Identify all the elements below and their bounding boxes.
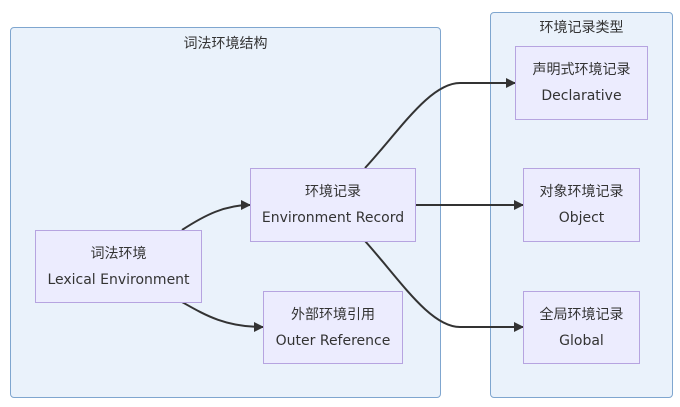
node-label-zh: 对象环境记录 [539,184,624,200]
node-declarative[interactable]: 声明式环境记录 Declarative [515,46,648,120]
node-outer-reference[interactable]: 外部环境引用 Outer Reference [263,291,403,364]
node-label-en: Outer Reference [275,332,391,349]
node-label-en: Object [558,210,605,226]
node-label-en: Environment Record [261,210,405,226]
node-label-zh: 环境记录 [305,184,361,200]
node-label-en: Global [559,332,604,349]
node-environment-record[interactable]: 环境记录 Environment Record [250,168,416,242]
node-label-zh: 声明式环境记录 [532,62,631,78]
cluster-title-record-types: 环境记录类型 [539,20,624,36]
node-lexical-environment[interactable]: 词法环境 Lexical Environment [35,230,202,303]
node-label-en: Lexical Environment [47,271,190,288]
node-label-en: Declarative [541,88,622,104]
edge-record-to-global [364,240,524,332]
node-label-zh: 词法环境 [90,245,147,262]
edge-lexical-to-record [181,200,251,231]
node-global[interactable]: 全局环境记录 Global [523,291,640,364]
edge-record-to-declarative [364,78,516,169]
edge-lexical-to-outer [181,301,264,332]
node-label-zh: 外部环境引用 [291,306,375,323]
cluster-title-lexical-structure: 词法环境结构 [183,36,268,52]
node-object[interactable]: 对象环境记录 Object [523,168,640,242]
node-label-zh: 全局环境记录 [539,306,624,323]
